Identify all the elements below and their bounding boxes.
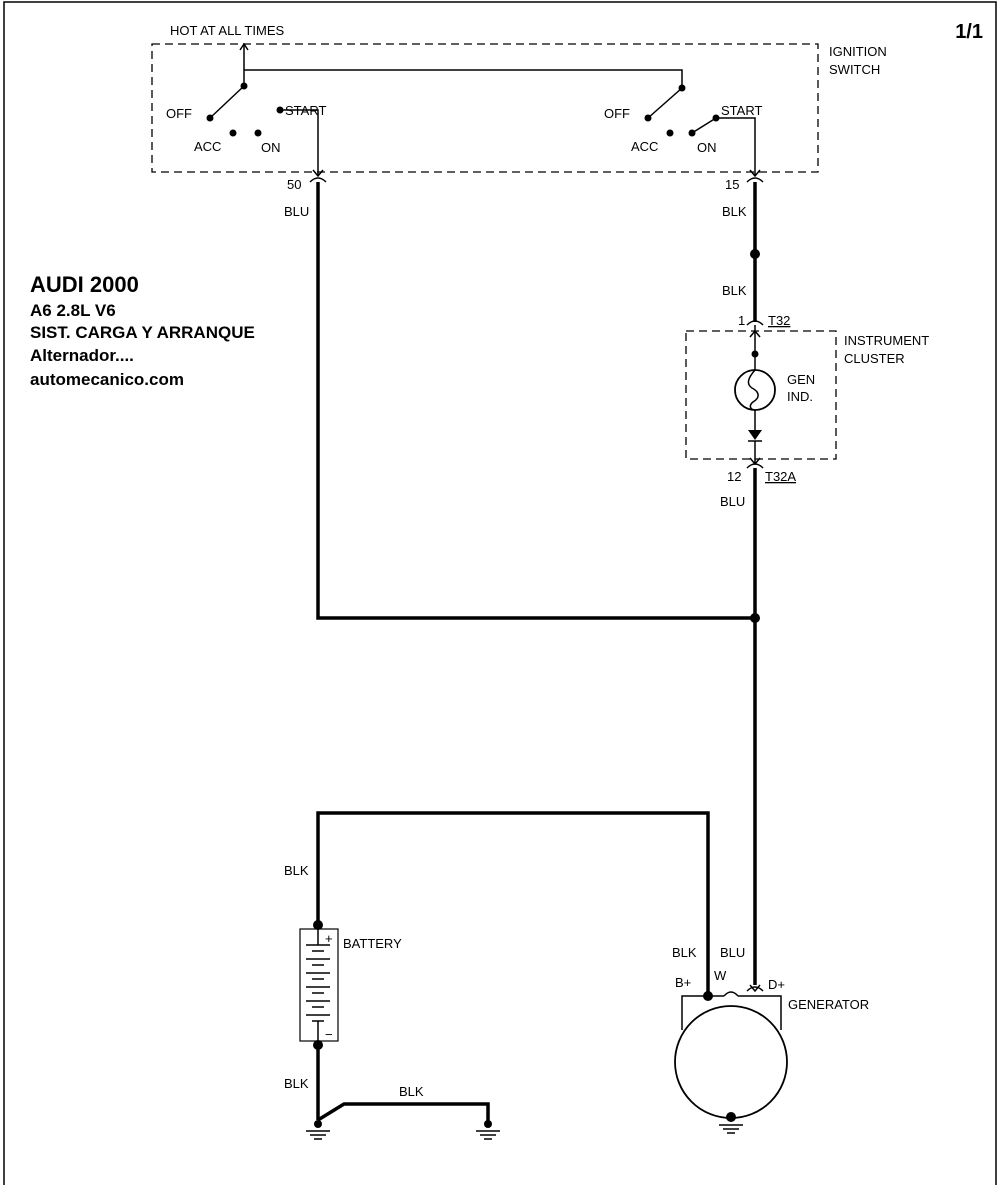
- wire-blu-generator-label: BLU: [720, 945, 745, 960]
- ground-icon: [476, 1120, 500, 1140]
- right-on-label: ON: [697, 140, 717, 155]
- wire-blk-battery-top-label: BLK: [284, 863, 309, 878]
- generator-d-plus-label: D+: [768, 977, 785, 992]
- wire-blu-50-label: BLU: [284, 204, 309, 219]
- left-acc-label: ACC: [194, 139, 221, 154]
- battery-minus-label: −: [325, 1027, 333, 1042]
- generator: B+ W D+ GENERATOR: [674, 968, 869, 1134]
- left-off-label: OFF: [166, 106, 192, 121]
- ignition-switch-label-1: IGNITION: [829, 44, 887, 59]
- wire-blk-battery-bottom-label: BLK: [284, 1076, 309, 1091]
- title-make-year: AUDI 2000: [30, 272, 139, 297]
- cluster-connector-t32a-label: T32A: [765, 469, 796, 484]
- battery: + − BATTERY: [299, 920, 402, 1050]
- right-start-label: START: [721, 103, 762, 118]
- wire-blk-battery-to-generator: [316, 811, 710, 996]
- instrument-cluster: INSTRUMENT CLUSTER 1 T32 GEN IND. 12 T32…: [685, 313, 929, 484]
- generator-label: GENERATOR: [788, 997, 869, 1012]
- wire-blk-generator-label: BLK: [672, 945, 697, 960]
- battery-plus-label: +: [325, 931, 333, 946]
- ground-icon: [306, 1120, 330, 1140]
- instrument-cluster-label-2: CLUSTER: [844, 351, 905, 366]
- terminal-15-label: 15: [725, 177, 739, 192]
- instrument-cluster-box: [685, 330, 837, 460]
- splice-dot-lower: [750, 613, 760, 623]
- cluster-pin-12-label: 12: [727, 469, 741, 484]
- title-website: automecanico.com: [30, 370, 184, 389]
- battery-label: BATTERY: [343, 936, 402, 951]
- wire-blu-terminal-50: [316, 182, 755, 620]
- generator-b-plus-label: B+: [675, 975, 691, 990]
- wire-blk-cluster-label: BLK: [722, 283, 747, 298]
- right-acc-label: ACC: [631, 139, 658, 154]
- title-component: Alternador....: [30, 346, 134, 365]
- left-on-label: ON: [261, 140, 281, 155]
- ignition-switch-label-2: SWITCH: [829, 62, 880, 77]
- wire-blk-ground-label: BLK: [399, 1084, 424, 1099]
- gen-ind-label-2: IND.: [787, 389, 813, 404]
- lamp-filament: [747, 369, 759, 411]
- gen-ind-label-1: GEN: [787, 372, 815, 387]
- cluster-pin-1-label: 1: [738, 313, 745, 328]
- title-model: A6 2.8L V6: [30, 301, 116, 320]
- page-number: 1/1: [955, 21, 983, 43]
- instrument-cluster-label-1: INSTRUMENT: [844, 333, 929, 348]
- ignition-switch-box: [151, 43, 819, 173]
- title-system: SIST. CARGA Y ARRANQUE: [30, 323, 255, 342]
- right-off-label: OFF: [604, 106, 630, 121]
- diode-icon: [748, 430, 762, 440]
- ignition-switch: HOT AT ALL TIMES IGNITION SWITCH OFF ACC…: [151, 23, 887, 192]
- page-border: [3, 1, 997, 1185]
- left-start-label: START: [285, 103, 326, 118]
- terminal-50-label: 50: [287, 177, 301, 192]
- generator-w-label: W: [714, 968, 727, 983]
- wire-blk-ground-strap: [317, 1102, 490, 1122]
- wire-blk-15-label: BLK: [722, 204, 747, 219]
- cluster-connector-t32-label: T32: [768, 313, 790, 328]
- wire-blu-cluster-label: BLU: [720, 494, 745, 509]
- generator-body: [674, 1005, 788, 1119]
- hot-at-all-times-label: HOT AT ALL TIMES: [170, 23, 284, 38]
